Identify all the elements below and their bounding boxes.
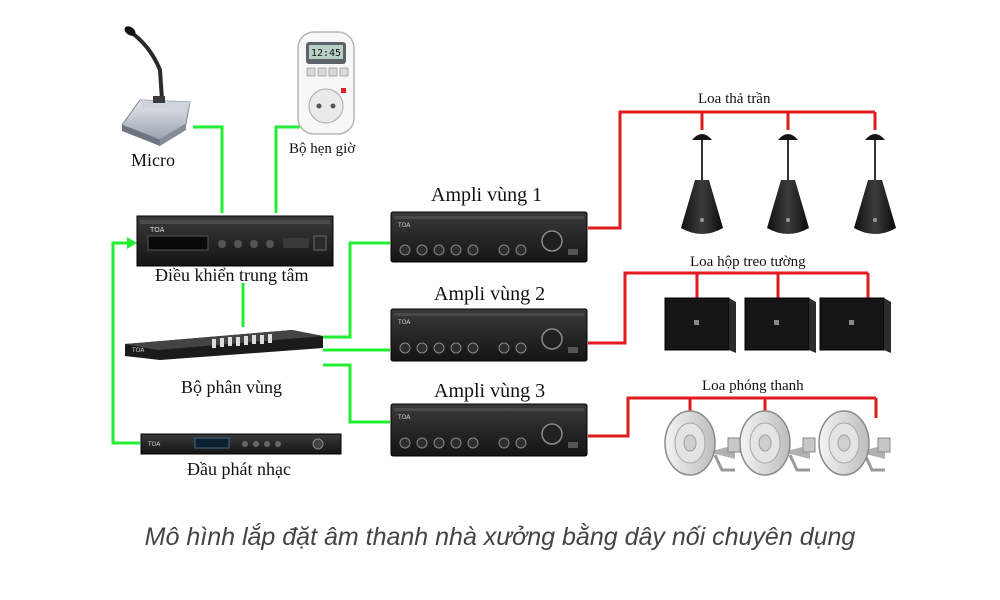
zone-selector-label: Bộ phân vùng bbox=[181, 377, 282, 397]
timer-label: Bộ hẹn giờ bbox=[289, 141, 356, 157]
amp2-badge: TOA bbox=[397, 319, 411, 326]
arrowhead-controller bbox=[127, 237, 137, 249]
horn-speaker-1 bbox=[664, 410, 741, 476]
timer-device: 12:45 bbox=[297, 31, 355, 135]
ceiling-speaker-3 bbox=[854, 134, 896, 234]
wall-speakers-label: Loa hộp treo tường bbox=[690, 254, 806, 270]
wall-speaker-3 bbox=[819, 297, 891, 353]
wire-micro-controller bbox=[193, 125, 224, 213]
ceiling-speakers-label: Loa thả trần bbox=[698, 91, 771, 107]
central-controller: TOA bbox=[136, 215, 334, 267]
microphone bbox=[121, 26, 191, 146]
wire-zone-amp1 bbox=[323, 241, 390, 339]
red-wires bbox=[588, 110, 878, 438]
ceiling-speakers bbox=[681, 134, 896, 234]
amplifier-zone-3: TOA bbox=[390, 403, 588, 457]
player-label: Đầu phát nhạc bbox=[187, 459, 291, 479]
music-player: TOA bbox=[140, 433, 342, 455]
wire-timer-controller bbox=[274, 125, 300, 213]
wire-amp3-horn bbox=[588, 396, 876, 438]
green-wires bbox=[111, 125, 390, 445]
amp1-label: Ampli vùng 1 bbox=[431, 184, 543, 206]
horn-speakers-label: Loa phóng thanh bbox=[702, 378, 804, 394]
wire-amp2-wall bbox=[588, 271, 868, 345]
horn-speakers bbox=[664, 410, 891, 476]
zone-selector-badge: TOA bbox=[131, 347, 145, 354]
amplifier-zone-2: TOA bbox=[390, 308, 588, 362]
player-badge: TOA bbox=[147, 441, 161, 448]
zone-selector: TOA bbox=[125, 330, 323, 360]
wall-speaker-1 bbox=[664, 297, 736, 353]
wire-zone-amp3 bbox=[323, 363, 390, 424]
wall-speaker-2 bbox=[744, 297, 816, 353]
wire-player-controller bbox=[111, 241, 140, 445]
timer-display: 12:45 bbox=[311, 48, 341, 59]
diagram-caption: Mô hình lắp đặt âm thanh nhà xưởng bằng … bbox=[144, 523, 856, 551]
amp2-label: Ampli vùng 2 bbox=[434, 283, 546, 305]
micro-label: Micro bbox=[131, 150, 175, 170]
amplifier-zone-1: TOA bbox=[390, 211, 588, 263]
wall-speakers bbox=[664, 297, 891, 353]
ceiling-speaker-2 bbox=[767, 134, 809, 234]
controller-label: Điều khiển trung tâm bbox=[155, 265, 309, 285]
ceiling-speaker-1 bbox=[681, 134, 723, 234]
horn-speaker-2 bbox=[739, 410, 816, 476]
amp1-badge: TOA bbox=[397, 222, 411, 229]
controller-badge: TOA bbox=[149, 226, 165, 234]
wire-amp1-ceiling bbox=[588, 110, 875, 230]
horn-speaker-3 bbox=[818, 410, 891, 476]
amp3-label: Ampli vùng 3 bbox=[434, 380, 546, 402]
amp3-badge: TOA bbox=[397, 414, 411, 421]
